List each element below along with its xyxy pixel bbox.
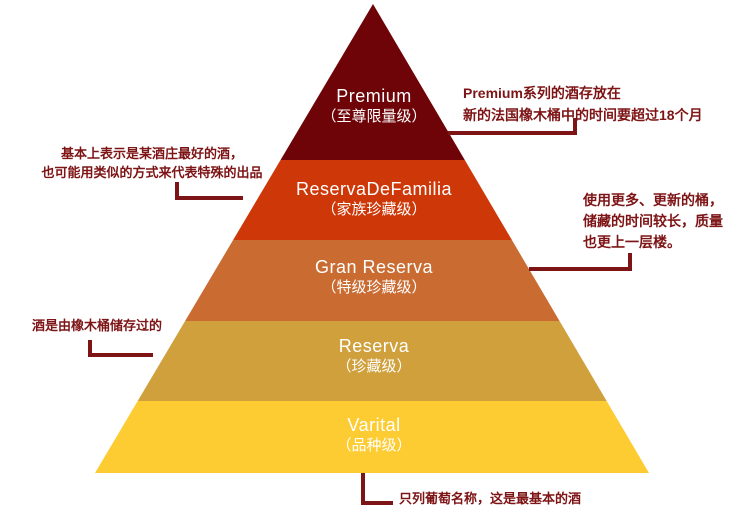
annotation-gran-line1: 使用更多、更新的桶， bbox=[583, 192, 723, 208]
annotation-premium: Premium系列的酒存放在 新的法国橡木桶中的时间要超过18个月 bbox=[463, 82, 703, 126]
annotation-premium-line1: Premium系列的酒存放在 bbox=[463, 85, 621, 101]
pyramid-band-varital bbox=[95, 401, 649, 473]
annotation-varital: 只列葡萄名称，这是最基本的酒 bbox=[399, 491, 581, 507]
annotation-gran: 使用更多、更新的桶， 储藏的时间较长，质量 也更上一层楼。 bbox=[583, 190, 723, 253]
annotation-varital-line1: 只列葡萄名称，这是最基本的酒 bbox=[399, 491, 582, 506]
connector-premium bbox=[448, 118, 577, 135]
pyramid-band-reserva bbox=[95, 321, 649, 401]
pyramid-band-premium bbox=[95, 4, 649, 160]
annotation-familia-line1: 基本上表示是某酒庄最好的酒， bbox=[60, 146, 243, 161]
annotation-familia: 基本上表示是某酒庄最好的酒， 也可能用类似的方式来代表特殊的出品 bbox=[36, 144, 268, 182]
annotation-familia-line2: 也可能用类似的方式来代表特殊的出品 bbox=[41, 165, 263, 180]
connector-varital bbox=[361, 473, 393, 505]
annotation-gran-line3: 也更上一层楼。 bbox=[583, 234, 681, 250]
annotation-gran-line2: 储藏的时间较长，质量 bbox=[583, 213, 723, 229]
connector-reserva bbox=[88, 340, 153, 357]
connector-familia bbox=[175, 182, 243, 200]
annotation-reserva: 酒是由橡木桶储存过的 bbox=[32, 318, 162, 334]
annotation-reserva-line1: 酒是由橡木桶储存过的 bbox=[32, 318, 163, 333]
connector-gran bbox=[529, 253, 632, 271]
annotation-premium-line2: 新的法国橡木桶中的时间要超过18个月 bbox=[463, 107, 703, 123]
